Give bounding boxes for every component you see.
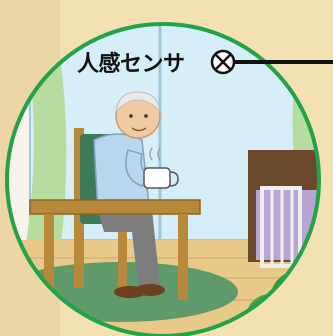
bed-rail <box>260 186 302 268</box>
tea-cup-icon <box>143 167 171 189</box>
motion-sensor-label: 人感センサ <box>77 52 185 77</box>
room-frame <box>5 22 321 336</box>
steam-icon <box>149 147 161 161</box>
table <box>29 199 201 300</box>
elderly-man <box>93 91 179 298</box>
